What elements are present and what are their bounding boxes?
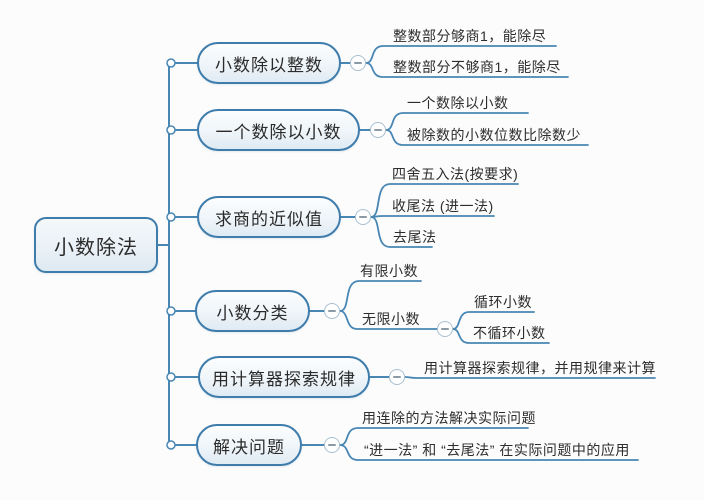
leaf-label[interactable]: 无限小数 <box>362 311 420 327</box>
minus-bar <box>441 328 449 330</box>
branch-node-label: 求商的近似值 <box>215 209 323 229</box>
branch-node-decimal-classification[interactable]: 小数分类 <box>195 290 310 332</box>
leaf-label[interactable]: 四舍五入法(按要求) <box>392 166 519 182</box>
leaf-label[interactable]: 收尾法 (进一法) <box>392 198 494 214</box>
branch-4-child-connectors <box>339 280 439 330</box>
collapse-minus-icon[interactable] <box>389 369 405 385</box>
node-to-collapse-stubs <box>301 62 391 446</box>
leaf-label[interactable]: 整数部分不够商1，能除尽 <box>393 59 561 75</box>
branch-4-grandchild-connectors <box>452 311 550 344</box>
branch-5-child-connectors <box>404 376 656 379</box>
collapse-minus-icon[interactable] <box>437 321 453 337</box>
collapse-minus-icon[interactable] <box>324 437 340 453</box>
leaf-label[interactable]: 去尾法 <box>393 229 437 245</box>
minus-bar <box>374 129 382 131</box>
minus-bar <box>354 62 362 64</box>
collapse-minus-icon[interactable] <box>370 122 386 138</box>
root-node-label: 小数除法 <box>54 236 138 259</box>
leaf-label[interactable]: 循环小数 <box>474 294 532 310</box>
branch-node-problem-solving[interactable]: 解决问题 <box>196 424 302 466</box>
collapse-minus-icon[interactable] <box>350 55 366 71</box>
collapse-minus-icon[interactable] <box>355 209 371 225</box>
branch-2-child-connectors <box>385 112 589 146</box>
minus-bar <box>328 310 336 312</box>
leaf-label[interactable]: “进一法” 和 “去尾法” 在实际问题中的应用 <box>364 442 630 458</box>
branch-node-approximate-quotient[interactable]: 求商的近似值 <box>197 196 341 238</box>
branch-node-label: 解决问题 <box>213 437 285 457</box>
collapse-minus-icon[interactable] <box>324 303 340 319</box>
branch-node-decimal-divided-by-integer[interactable]: 小数除以整数 <box>197 42 341 84</box>
branch-node-label: 一个数除以小数 <box>215 122 342 142</box>
leaf-label[interactable]: 被除数的小数位数比除数少 <box>407 127 581 143</box>
leaf-label[interactable]: 用连除的方法解决实际问题 <box>362 410 536 426</box>
minus-bar <box>328 444 336 446</box>
leaf-label[interactable]: 用计算器探索规律，并用规律来计算 <box>424 360 656 376</box>
branch-node-label: 用计算器探索规律 <box>212 369 356 389</box>
minus-bar <box>359 216 367 218</box>
trunk-line <box>157 62 174 446</box>
branch-node-number-divided-by-decimal[interactable]: 一个数除以小数 <box>197 109 360 151</box>
branch-6-child-connectors <box>339 427 639 461</box>
branch-3-child-connectors <box>370 183 519 248</box>
leaf-label[interactable]: 整数部分够商1，能除尽 <box>393 28 547 44</box>
minus-bar <box>393 376 401 378</box>
leaf-label[interactable]: 不循环小数 <box>473 325 546 341</box>
branch-node-label: 小数除以整数 <box>215 55 323 75</box>
leaf-label[interactable]: 一个数除以小数 <box>407 95 509 111</box>
branch-stubs <box>174 62 199 446</box>
branch-1-child-connectors <box>365 45 569 78</box>
branch-node-label: 小数分类 <box>216 303 289 323</box>
leaf-label[interactable]: 有限小数 <box>360 263 418 279</box>
trunk-junction-dots <box>166 58 176 450</box>
root-node[interactable]: 小数除法 <box>34 217 158 273</box>
branch-node-calculator-patterns[interactable]: 用计算器探索规律 <box>198 356 370 398</box>
